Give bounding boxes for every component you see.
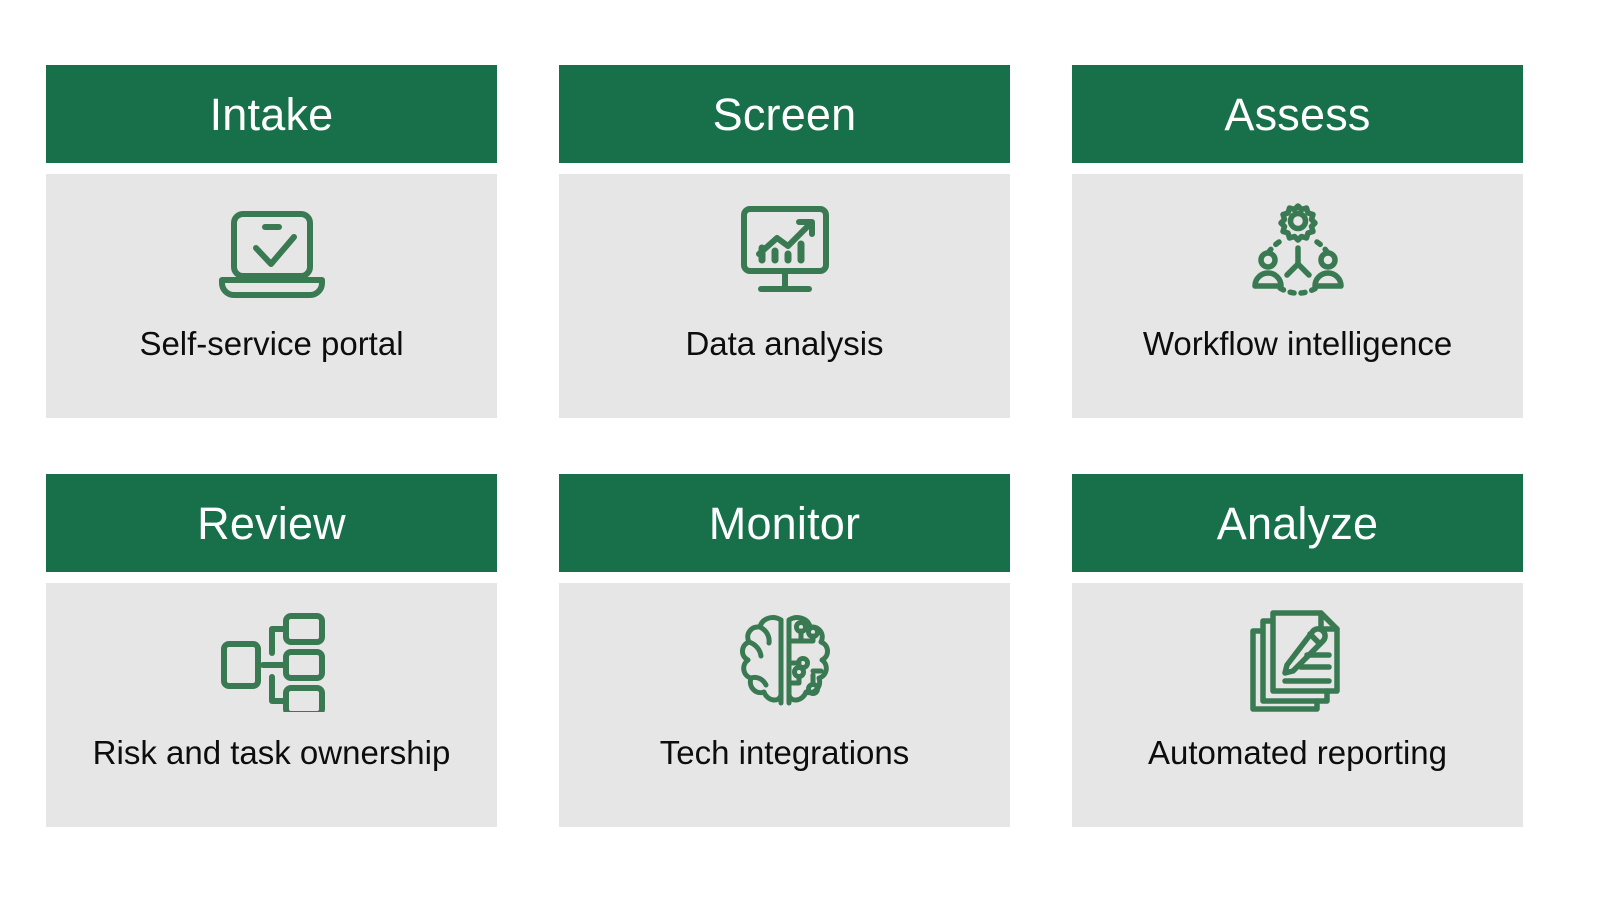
card-body-assess: Workflow intelligence	[1072, 174, 1523, 418]
card-caption: Automated reporting	[1147, 734, 1447, 771]
card-header-assess: Assess	[1072, 65, 1523, 163]
card-title: Assess	[1224, 88, 1371, 140]
card-caption: Self-service portal	[139, 325, 404, 362]
documents-pencil-icon	[1237, 609, 1359, 713]
card-analyze[interactable]: Analyze	[1072, 474, 1523, 827]
card-review[interactable]: Review Risk and task ownership	[46, 474, 497, 827]
card-header-monitor: Monitor	[559, 474, 1010, 572]
ai-brain-circuit-icon	[724, 609, 846, 713]
card-caption: Workflow intelligence	[1142, 325, 1453, 362]
card-caption: Risk and task ownership	[92, 734, 451, 771]
card-header-intake: Intake	[46, 65, 497, 163]
card-title: Review	[197, 497, 346, 549]
gear-people-network-icon	[1237, 200, 1359, 304]
card-body-analyze: Automated reporting	[1072, 583, 1523, 827]
card-body-monitor: Tech integrations	[559, 583, 1010, 827]
laptop-check-icon	[211, 200, 333, 304]
card-assess[interactable]: Assess	[1072, 65, 1523, 418]
card-title: Screen	[712, 88, 857, 140]
monitor-bar-chart-growth-icon	[724, 200, 846, 304]
card-body-review: Risk and task ownership	[46, 583, 497, 827]
card-monitor[interactable]: Monitor	[559, 474, 1010, 827]
cards-grid: Intake Self-service portal Screen	[46, 65, 1554, 827]
card-body-intake: Self-service portal	[46, 174, 497, 418]
card-header-screen: Screen	[559, 65, 1010, 163]
card-title: Analyze	[1216, 497, 1379, 549]
card-header-review: Review	[46, 474, 497, 572]
card-intake[interactable]: Intake Self-service portal	[46, 65, 497, 418]
card-screen[interactable]: Screen Data analysis	[559, 65, 1010, 418]
card-title: Monitor	[708, 497, 861, 549]
card-body-screen: Data analysis	[559, 174, 1010, 418]
card-title: Intake	[209, 88, 334, 140]
card-caption: Tech integrations	[659, 734, 910, 771]
card-caption: Data analysis	[685, 325, 884, 362]
card-header-analyze: Analyze	[1072, 474, 1523, 572]
org-chart-hierarchy-icon	[211, 609, 333, 713]
